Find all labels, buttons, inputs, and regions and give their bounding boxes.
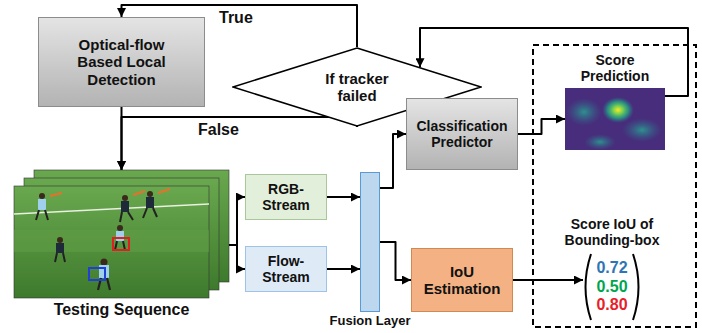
circle-part <box>57 237 63 243</box>
circle-part <box>117 225 123 231</box>
flow-arrow <box>327 196 360 198</box>
score-value: 0.50 <box>596 278 627 296</box>
edge-label: True <box>217 9 255 27</box>
image-sequence: Testing Sequence <box>14 170 229 298</box>
node-body <box>361 173 379 311</box>
node-body: IoU Estimation <box>412 249 512 311</box>
heat-blob <box>566 98 602 126</box>
stream-box: Flow-Stream <box>245 246 327 292</box>
node-body: RGB-Stream <box>246 175 326 219</box>
flow-arrow <box>518 119 565 134</box>
circle-part <box>39 193 45 199</box>
node-label: IoU Estimation <box>420 263 505 298</box>
node-label: Optical-flow Based Local Detection <box>59 36 184 88</box>
flow-arrow <box>513 279 583 281</box>
path-part <box>55 253 65 262</box>
score-value: 0.80 <box>596 296 627 314</box>
flow-arrow <box>380 134 406 188</box>
flow-arrow <box>327 268 360 270</box>
front-frame <box>14 186 209 298</box>
player <box>55 237 65 262</box>
path-part <box>115 241 125 250</box>
circle-part <box>147 191 153 197</box>
flow-arrow <box>380 242 411 280</box>
heatmap-ground <box>565 88 665 150</box>
flow-arrow <box>229 245 245 269</box>
rect-part <box>116 231 124 241</box>
bracket-left <box>586 254 592 320</box>
score-vector: 0.720.500.80Score IoU of Bounding-box <box>583 252 641 322</box>
node-heading: Score IoU of Bounding-box <box>547 216 677 248</box>
heat-blob <box>622 118 662 142</box>
bracket-right <box>633 254 639 320</box>
node-label: If tracker failed <box>310 70 405 105</box>
player <box>120 195 133 222</box>
player <box>143 191 157 218</box>
node-label: Classification Predictor <box>412 118 512 150</box>
node-body: Flow-Stream <box>246 247 326 291</box>
field-band <box>14 230 209 252</box>
circle-part <box>101 259 108 266</box>
node-label: RGB-Stream <box>251 181 321 213</box>
path-part <box>120 212 133 222</box>
rect-part <box>121 201 129 212</box>
node-label: Flow-Stream <box>251 253 321 285</box>
circle-part <box>122 195 128 201</box>
flow-arrow <box>229 197 245 245</box>
score-value: 0.72 <box>596 259 627 277</box>
fusion-bar: Fusion Layer <box>360 172 380 312</box>
stream-box: RGB-Stream <box>245 174 327 220</box>
node-heading: Score Prediction <box>560 52 670 84</box>
motion-marker <box>50 189 170 196</box>
node-body: 0.720.500.80 <box>583 252 641 322</box>
node-body <box>14 170 229 298</box>
heat-blob <box>584 134 616 150</box>
frame-content <box>14 189 209 290</box>
process-box: IoU Estimation <box>411 248 513 312</box>
node-heading: Fusion Layer <box>330 314 411 329</box>
target-box-blue <box>89 268 105 280</box>
heatmap <box>565 88 665 150</box>
player <box>36 193 48 220</box>
node-body <box>565 88 665 150</box>
path-part <box>36 210 48 220</box>
output-region <box>533 45 696 327</box>
node-body: Optical-flow Based Local Detection <box>39 18 204 106</box>
rect-part <box>146 197 154 208</box>
flow-arrow <box>122 117 358 170</box>
video-frames <box>14 170 229 298</box>
node-body: Classification Predictor <box>407 99 517 169</box>
rect-part <box>56 243 64 253</box>
rect-part <box>38 199 46 210</box>
target-box-red <box>113 238 129 250</box>
node-heading: Testing Sequence <box>54 301 190 319</box>
heat-peak <box>602 97 634 123</box>
path-part <box>143 208 157 218</box>
process-box: Optical-flow Based Local Detection <box>38 17 205 107</box>
heatmap-output: Score Prediction <box>565 88 665 150</box>
process-box: Classification Predictor <box>406 98 518 170</box>
edge-label: False <box>196 121 241 139</box>
